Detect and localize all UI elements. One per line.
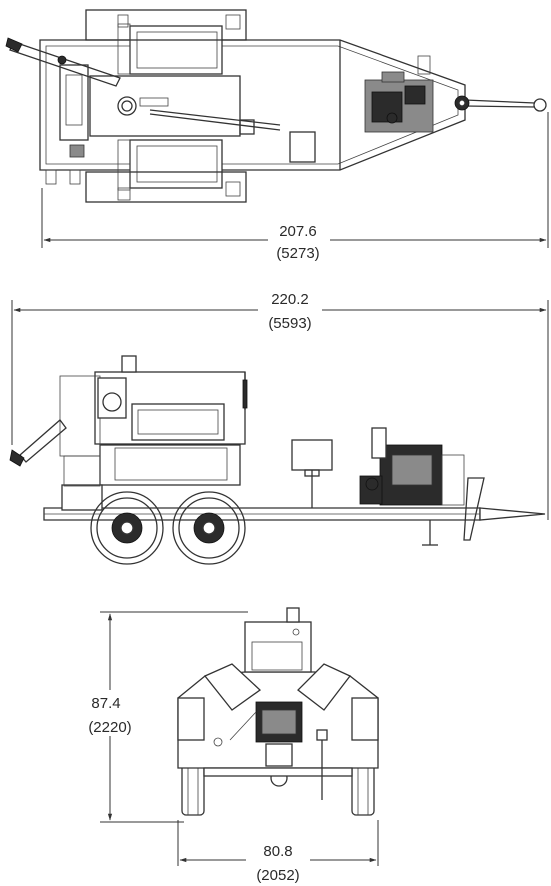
engine-top	[364, 55, 470, 133]
side-length-dimension: 220.2 (5593)	[11, 288, 549, 520]
rear-view	[177, 607, 379, 816]
top-length-mm: (5273)	[276, 245, 319, 262]
top-length-dimension: 207.6 (5273)	[41, 112, 549, 262]
engine-rear	[255, 701, 303, 787]
rear-height-in: 87.4	[91, 695, 120, 712]
engine-side	[359, 427, 465, 506]
front-wheel-side	[172, 491, 246, 565]
rear-width-dimension: 80.8 (2052)	[177, 820, 379, 884]
side-view	[9, 355, 546, 565]
rear-wheel-side	[90, 491, 164, 565]
rear-width-in: 80.8	[263, 843, 292, 860]
rear-height-dimension: 87.4 (2220)	[78, 611, 248, 823]
side-length-mm: (5593)	[268, 315, 311, 332]
rear-height-mm: (2220)	[88, 719, 131, 736]
top-view	[5, 9, 547, 203]
top-length-in: 207.6	[279, 223, 317, 240]
rear-width-mm: (2052)	[256, 867, 299, 884]
side-length-in: 220.2	[271, 291, 309, 308]
